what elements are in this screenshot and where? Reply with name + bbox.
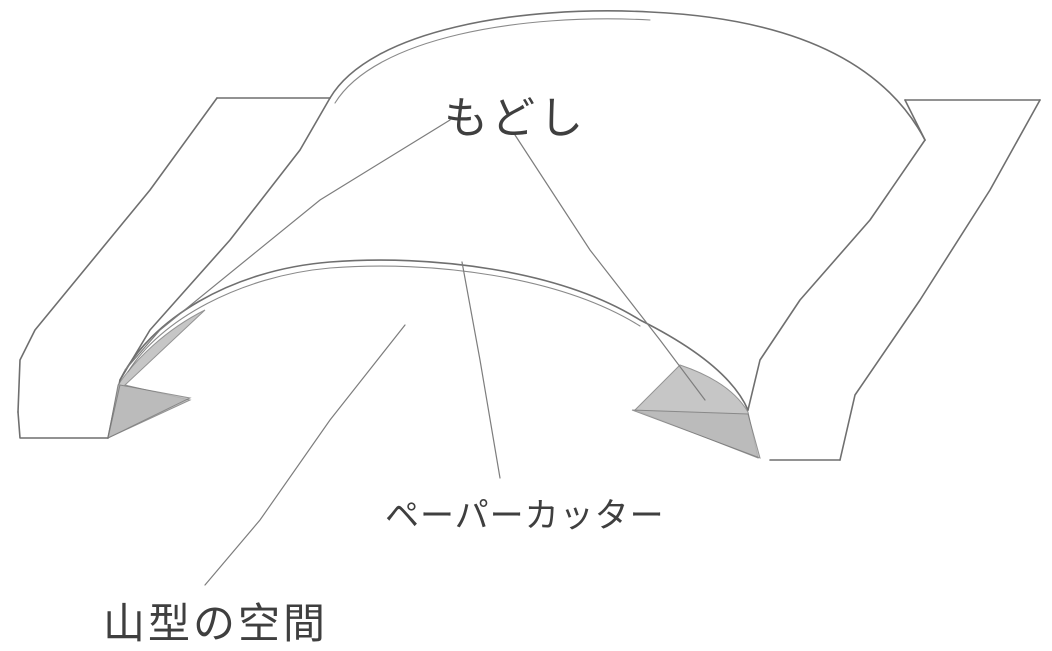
label-paper-cutter: ペーパーカッター — [385, 496, 665, 536]
shading — [107, 309, 761, 459]
inner-arch — [119, 259, 749, 411]
right-flap — [747, 99, 1041, 461]
label-modoshi: もどし — [444, 93, 588, 144]
leader-lines — [124, 119, 706, 586]
left-flap — [17, 97, 331, 439]
label-mountain-space: 山型の空間 — [103, 599, 329, 648]
outer-arch — [329, 10, 926, 141]
